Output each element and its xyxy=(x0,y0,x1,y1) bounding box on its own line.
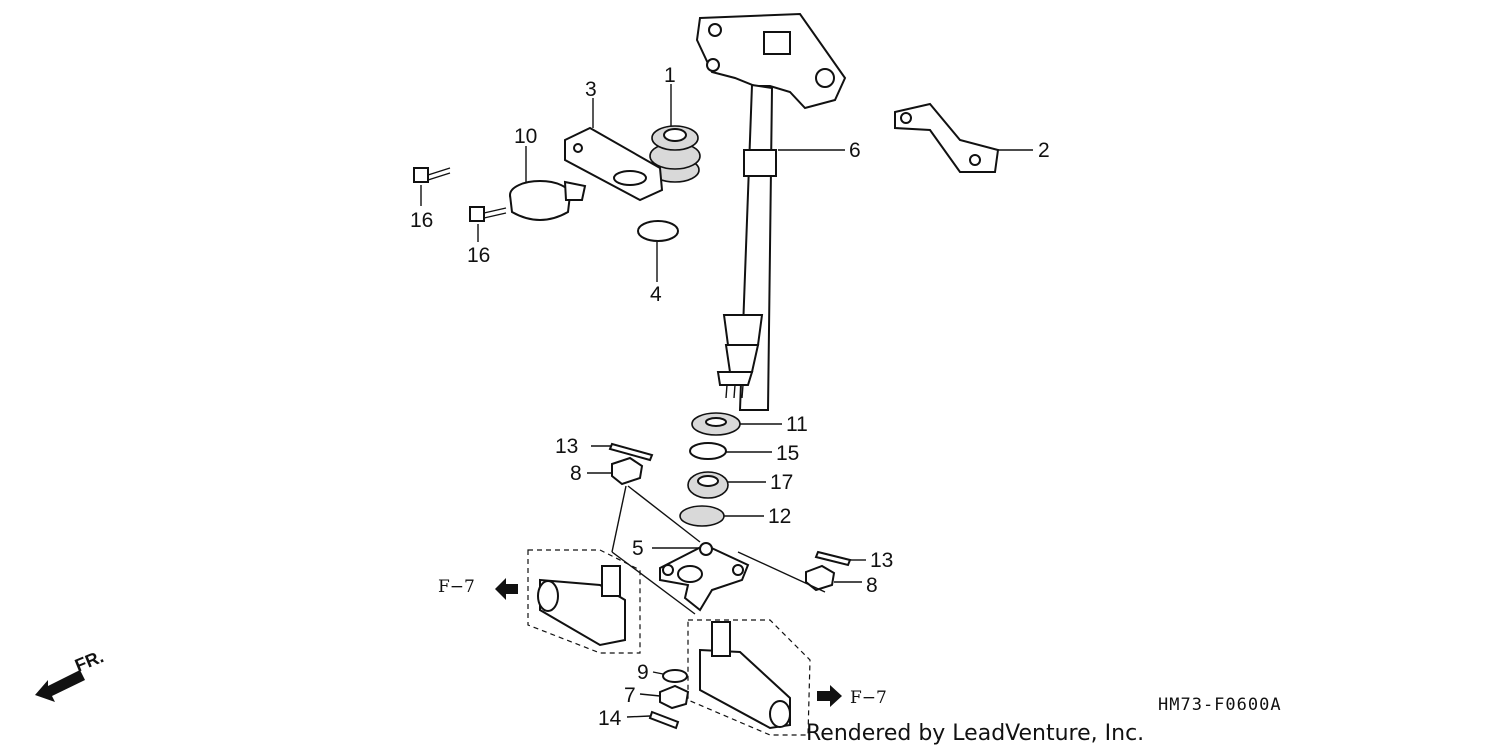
callout-3: 3 xyxy=(585,78,597,101)
steering-clamp[interactable] xyxy=(509,180,587,221)
ref-f7-left[interactable]: F−7 xyxy=(438,577,475,597)
front-label: FR. xyxy=(72,646,106,675)
bolt-lower[interactable] xyxy=(469,206,507,222)
washer[interactable] xyxy=(689,442,727,460)
callout-13-right: 13 xyxy=(870,549,893,572)
callout-6: 6 xyxy=(849,139,861,162)
shaft-bushing[interactable] xyxy=(649,125,701,183)
callout-12: 12 xyxy=(768,505,791,528)
ref-f7-right[interactable]: F−7 xyxy=(850,688,887,708)
steering-arm[interactable] xyxy=(659,542,750,612)
credit-text: Rendered by LeadVenture, Inc. xyxy=(806,721,1144,746)
steering-shaft[interactable] xyxy=(695,12,847,411)
bearing-upper[interactable] xyxy=(691,412,741,436)
callout-1: 1 xyxy=(664,64,676,87)
callout-13-left: 13 xyxy=(555,435,578,458)
castle-nut-bottom[interactable] xyxy=(659,684,690,710)
castle-nut-left[interactable] xyxy=(611,456,644,486)
cotter-pin-bottom[interactable] xyxy=(648,710,680,730)
callout-4: 4 xyxy=(650,283,662,306)
callout-15: 15 xyxy=(776,442,799,465)
arrow-left-icon xyxy=(495,578,518,600)
circlip[interactable] xyxy=(637,220,679,242)
washer-small[interactable] xyxy=(662,669,688,683)
callout-7: 7 xyxy=(624,684,636,707)
callout-10: 10 xyxy=(514,125,537,148)
callout-2: 2 xyxy=(1038,139,1050,162)
callout-5: 5 xyxy=(632,537,644,560)
callout-11: 11 xyxy=(786,413,808,436)
callout-17: 17 xyxy=(770,471,793,494)
cotter-pin-right[interactable] xyxy=(814,550,852,567)
callout-14: 14 xyxy=(598,707,622,730)
cotter-pin-left[interactable] xyxy=(608,442,654,462)
callout-9: 9 xyxy=(637,661,649,684)
front-arrow-icon xyxy=(35,670,85,702)
tie-rod-end-right[interactable] xyxy=(687,619,811,736)
dust-seal[interactable] xyxy=(679,505,725,527)
tie-rod-end-left[interactable] xyxy=(527,549,641,654)
callout-16-lower: 16 xyxy=(467,244,490,267)
bearing-lower[interactable] xyxy=(687,471,729,499)
castle-nut-right[interactable] xyxy=(805,564,836,592)
callout-8-left: 8 xyxy=(570,462,582,485)
callout-16-upper: 16 xyxy=(410,209,433,232)
arrow-right-icon xyxy=(817,685,842,707)
callout-8-right: 8 xyxy=(866,574,878,597)
diagram-code: HM73-F0600A xyxy=(1158,695,1282,715)
bolt-upper[interactable] xyxy=(413,167,451,183)
